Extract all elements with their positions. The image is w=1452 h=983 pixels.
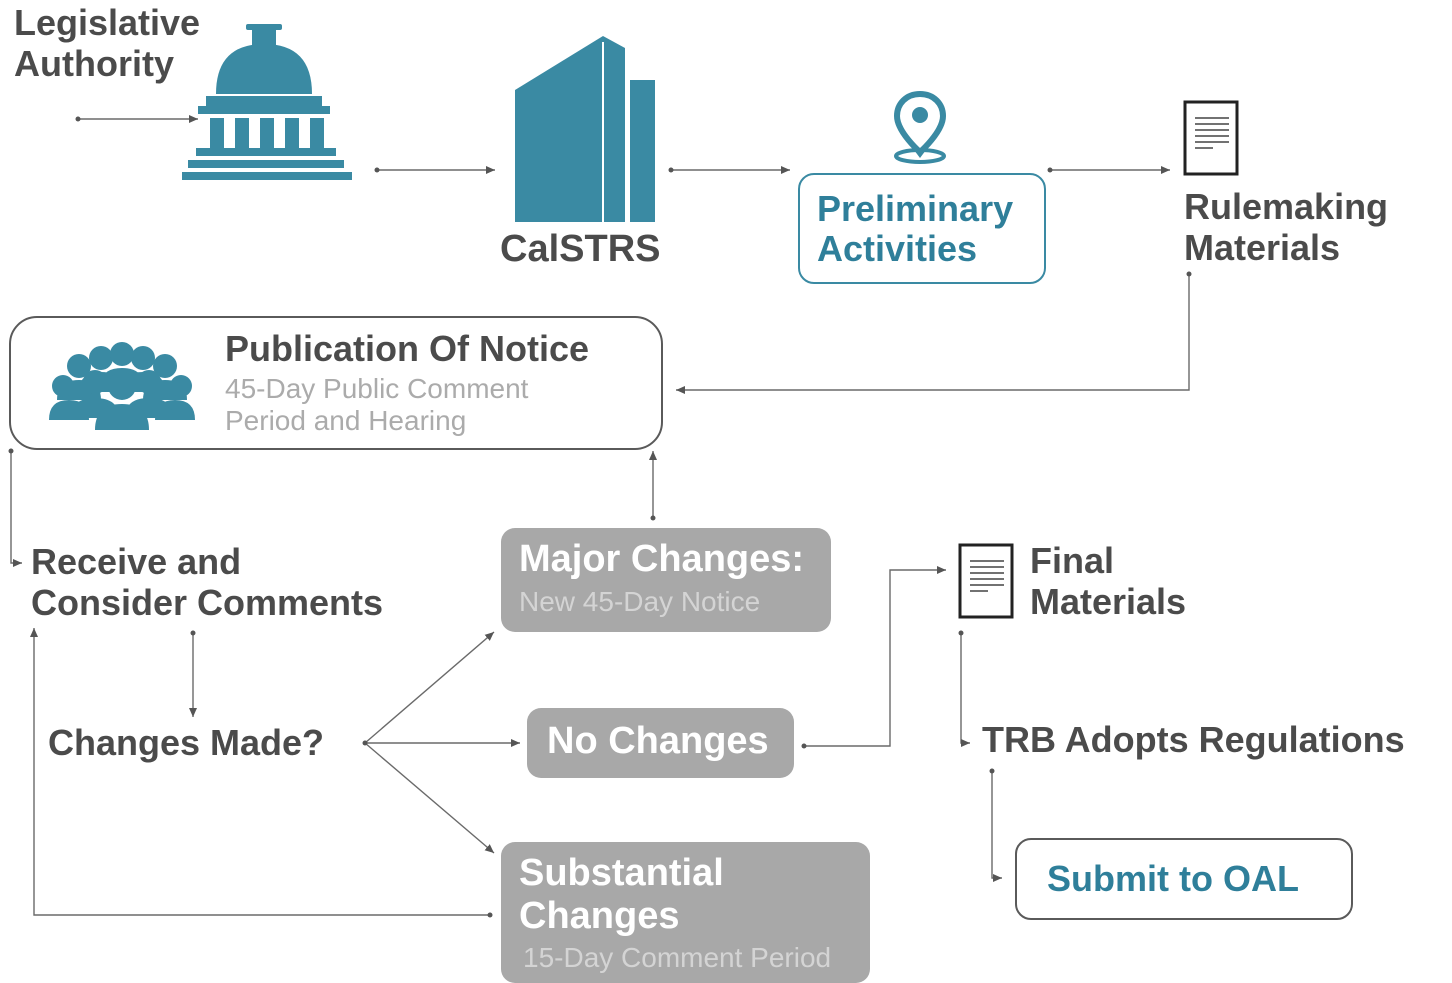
submit-to-oal-box[interactable]: Submit to OAL xyxy=(1015,838,1353,920)
people-group-icon xyxy=(49,342,195,430)
no-changes-box[interactable]: No Changes xyxy=(527,708,794,778)
publication-of-notice-box[interactable]: Publication Of Notice 45-Day Public Comm… xyxy=(9,316,663,450)
substantial-line1: Substantial xyxy=(519,852,724,894)
publication-sub2: Period and Hearing xyxy=(225,405,467,437)
arrow-rulemaking-publication xyxy=(676,274,1190,394)
capitol-building-icon xyxy=(182,24,352,180)
rulemaking-materials-label: Rulemaking Materials xyxy=(1184,186,1388,269)
arrow-substantial-receive xyxy=(30,628,490,916)
location-pin-icon xyxy=(893,90,947,164)
receive-line1: Receive and xyxy=(31,541,242,582)
legislative-line1: Legislative xyxy=(14,2,201,43)
arrow-final-trb xyxy=(960,633,970,747)
final-line1: Final xyxy=(1030,540,1115,581)
legislative-authority-label: Legislative Authority xyxy=(14,2,200,85)
arrow-changes-major xyxy=(364,631,495,744)
substantial-line2: Changes xyxy=(519,894,680,937)
receive-comments-label: Receive and Consider Comments xyxy=(31,541,383,624)
publication-sub1: 45-Day Public Comment xyxy=(225,373,529,404)
substantial-sub: 15-Day Comment Period xyxy=(523,942,832,973)
substantial-title: Substantial Changes xyxy=(519,852,724,937)
calstrs-label: CalSTRS xyxy=(500,228,661,270)
office-building-icon xyxy=(515,36,655,222)
arrow-publication-receive xyxy=(10,451,22,567)
arrow-nochanges-final xyxy=(804,566,946,747)
publication-title: Publication Of Notice xyxy=(225,328,590,369)
publication-subtitle: 45-Day Public Comment Period and Hearing xyxy=(225,373,528,437)
substantial-changes-box[interactable]: Substantial Changes 15-Day Comment Perio… xyxy=(501,842,870,983)
rulemaking-line1: Rulemaking xyxy=(1184,186,1389,227)
preliminary-line1: Preliminary xyxy=(817,188,1014,229)
final-line2: Materials xyxy=(1030,581,1187,623)
rulemaking-document-icon xyxy=(1183,100,1239,176)
submit-to-oal-label: Submit to OAL xyxy=(1047,858,1299,899)
trb-adopts-label: TRB Adopts Regulations xyxy=(982,719,1405,760)
final-materials-label: Final Materials xyxy=(1030,540,1186,623)
arrow-trb-submit xyxy=(991,771,1002,882)
preliminary-line2: Activities xyxy=(817,228,978,270)
final-document-icon xyxy=(958,543,1014,619)
changes-made-label: Changes Made? xyxy=(48,722,325,763)
arrow-changes-substantial xyxy=(364,742,495,854)
rulemaking-line2: Materials xyxy=(1184,227,1341,269)
receive-line2: Consider Comments xyxy=(31,582,384,624)
major-changes-sub: New 45-Day Notice xyxy=(519,586,761,617)
major-changes-title: Major Changes: xyxy=(519,538,805,580)
no-changes-label: No Changes xyxy=(547,720,769,762)
major-changes-box[interactable]: Major Changes: New 45-Day Notice xyxy=(501,528,831,632)
legislative-line2: Authority xyxy=(14,43,174,85)
preliminary-activities-box[interactable]: Preliminary Activities xyxy=(798,173,1046,284)
